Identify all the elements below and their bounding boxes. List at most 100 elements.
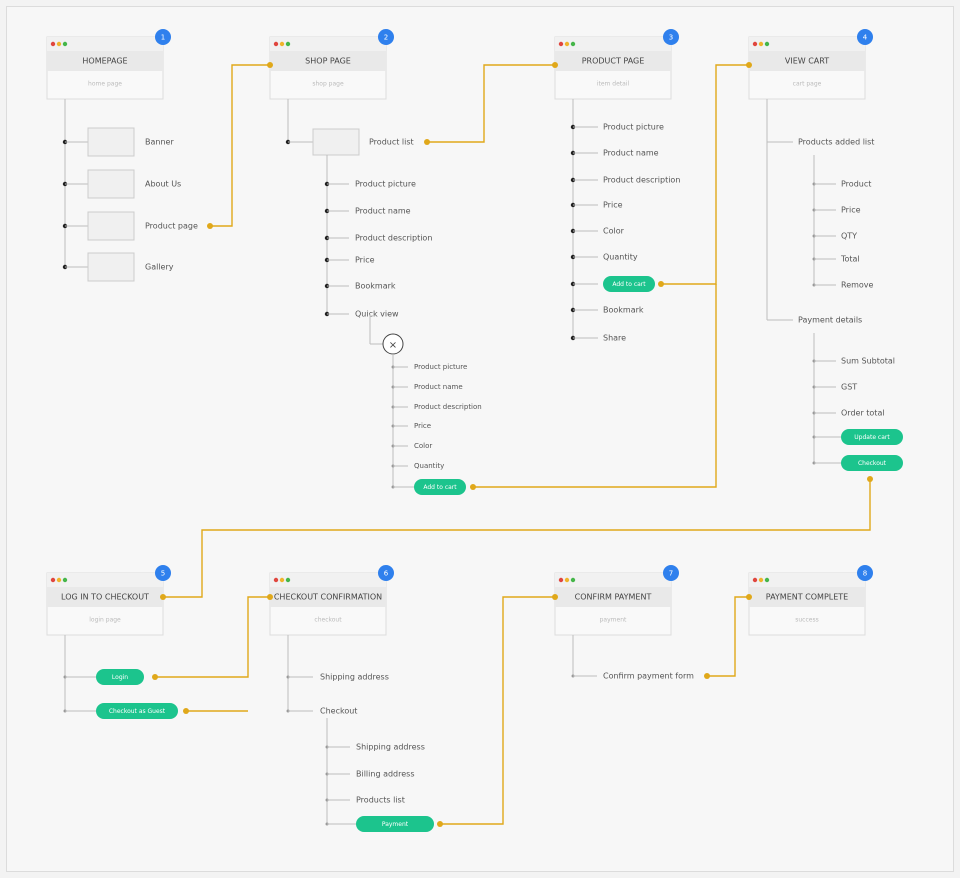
product-item-label: Product picture [603, 123, 664, 132]
login-button-label: Login [112, 674, 128, 681]
connector-endpoint [867, 476, 873, 482]
connector-endpoint [746, 594, 752, 600]
maximize-dot-icon [62, 577, 68, 583]
cart-button-1[interactable] [841, 455, 903, 471]
flow-connector [155, 596, 270, 678]
thumbnail-box [87, 169, 135, 199]
minimize-dot-icon [758, 41, 764, 47]
cart-payment-item-label: Sum Subtotal [841, 357, 895, 366]
card-title: LOG IN TO CHECKOUT [61, 593, 149, 602]
step-badge [378, 29, 394, 45]
card-titlebar [270, 573, 386, 587]
connector-endpoint [267, 62, 273, 68]
card-title: SHOP PAGE [305, 57, 351, 66]
step-badge-number: 6 [384, 570, 389, 578]
step-badge-number: 4 [863, 34, 868, 42]
card-header [555, 51, 671, 71]
homepage-item-label: Product page [145, 222, 198, 231]
product-item-label: Bookmark [603, 306, 644, 315]
card-subtitle: login page [89, 617, 121, 624]
step-badge-number: 8 [863, 570, 867, 578]
card-header [555, 587, 671, 607]
confirm-checkout-item-label: Shipping address [356, 743, 425, 752]
cart-button-0[interactable] [841, 429, 903, 445]
step-badge-number: 2 [384, 34, 388, 42]
shop-item-label: Bookmark [355, 282, 396, 291]
card-titlebar [555, 573, 671, 587]
minimize-dot-icon [279, 41, 285, 47]
flow-connector [427, 64, 555, 143]
maximize-dot-icon [570, 577, 576, 583]
card-titlebar [555, 37, 671, 51]
confirm-item-label: Shipping address [320, 673, 389, 682]
connector-endpoint [704, 673, 710, 679]
quick-view-item-label: Product description [414, 403, 482, 411]
confirm-checkout-item-label: Products list [356, 796, 405, 805]
flow-connector [210, 64, 270, 227]
step-badge [663, 565, 679, 581]
card-subtitle: checkout [314, 617, 342, 624]
product-item-label: Share [603, 334, 626, 343]
flow-connector [707, 596, 749, 677]
connector-endpoint [183, 708, 189, 714]
shop-item-label: Product picture [355, 180, 416, 189]
minimize-dot-icon [758, 577, 764, 583]
connector-endpoint [470, 484, 476, 490]
connector-endpoint [424, 139, 430, 145]
step-badge [663, 29, 679, 45]
product-item-label: Color [603, 227, 625, 236]
card-header [749, 51, 865, 71]
thumbnail-box [87, 252, 135, 282]
shop-item-label: Quick view [355, 310, 399, 319]
cart-button-label: Checkout [858, 460, 887, 467]
homepage-item-label: Banner [145, 138, 174, 147]
card-header [47, 587, 163, 607]
homepage-item-label: About Us [145, 180, 181, 189]
flow-connector [440, 596, 555, 825]
cart-product-item-label: Product [841, 180, 871, 189]
cart-payment-item-label: GST [841, 383, 857, 392]
step-badge [155, 29, 171, 45]
connector-endpoint [746, 62, 752, 68]
payment-button[interactable] [356, 816, 434, 832]
card-header [47, 51, 163, 71]
connector-endpoint [207, 223, 213, 229]
minimize-dot-icon [56, 41, 62, 47]
quick-view-item-label: Quantity [414, 462, 444, 470]
connector-endpoint [552, 62, 558, 68]
card-subtitle: item detail [597, 81, 630, 88]
quick-view-item-label: Price [414, 422, 431, 430]
minimize-dot-icon [56, 577, 62, 583]
login-button-0[interactable] [96, 669, 144, 685]
cart-button-label: Update cart [854, 434, 890, 441]
cart-product-item-label: Remove [841, 281, 874, 290]
card-title: HOMEPAGE [82, 57, 127, 66]
add-to-cart-button[interactable] [414, 479, 466, 495]
close-dot-icon [752, 41, 758, 47]
confirm-checkout-item-label: Billing address [356, 770, 415, 779]
card-titlebar [749, 573, 865, 587]
card-title: PRODUCT PAGE [582, 57, 645, 66]
card-subtitle: payment [600, 617, 627, 624]
card-titlebar [749, 37, 865, 51]
homepage-item-label: Gallery [145, 263, 174, 272]
product-item-label: Price [603, 201, 623, 210]
confirm-item-label: Checkout [320, 707, 357, 716]
quick-view-item-label: Product picture [414, 363, 467, 371]
product-item-label: Quantity [603, 253, 638, 262]
close-dot-icon [50, 41, 56, 47]
card-subtitle: success [795, 617, 818, 624]
login-button-1[interactable] [96, 703, 178, 719]
close-dot-icon [273, 41, 279, 47]
product-item-label: Product name [603, 149, 659, 158]
quick-view-item-label: Color [414, 442, 432, 450]
connector-endpoint [267, 594, 273, 600]
confirm-payment-form-label: Confirm payment form [603, 672, 694, 681]
maximize-dot-icon [285, 577, 291, 583]
maximize-dot-icon [285, 41, 291, 47]
step-badge [378, 565, 394, 581]
card-subtitle: home page [88, 81, 122, 88]
maximize-dot-icon [764, 41, 770, 47]
product-add-to-cart-button[interactable] [603, 276, 655, 292]
